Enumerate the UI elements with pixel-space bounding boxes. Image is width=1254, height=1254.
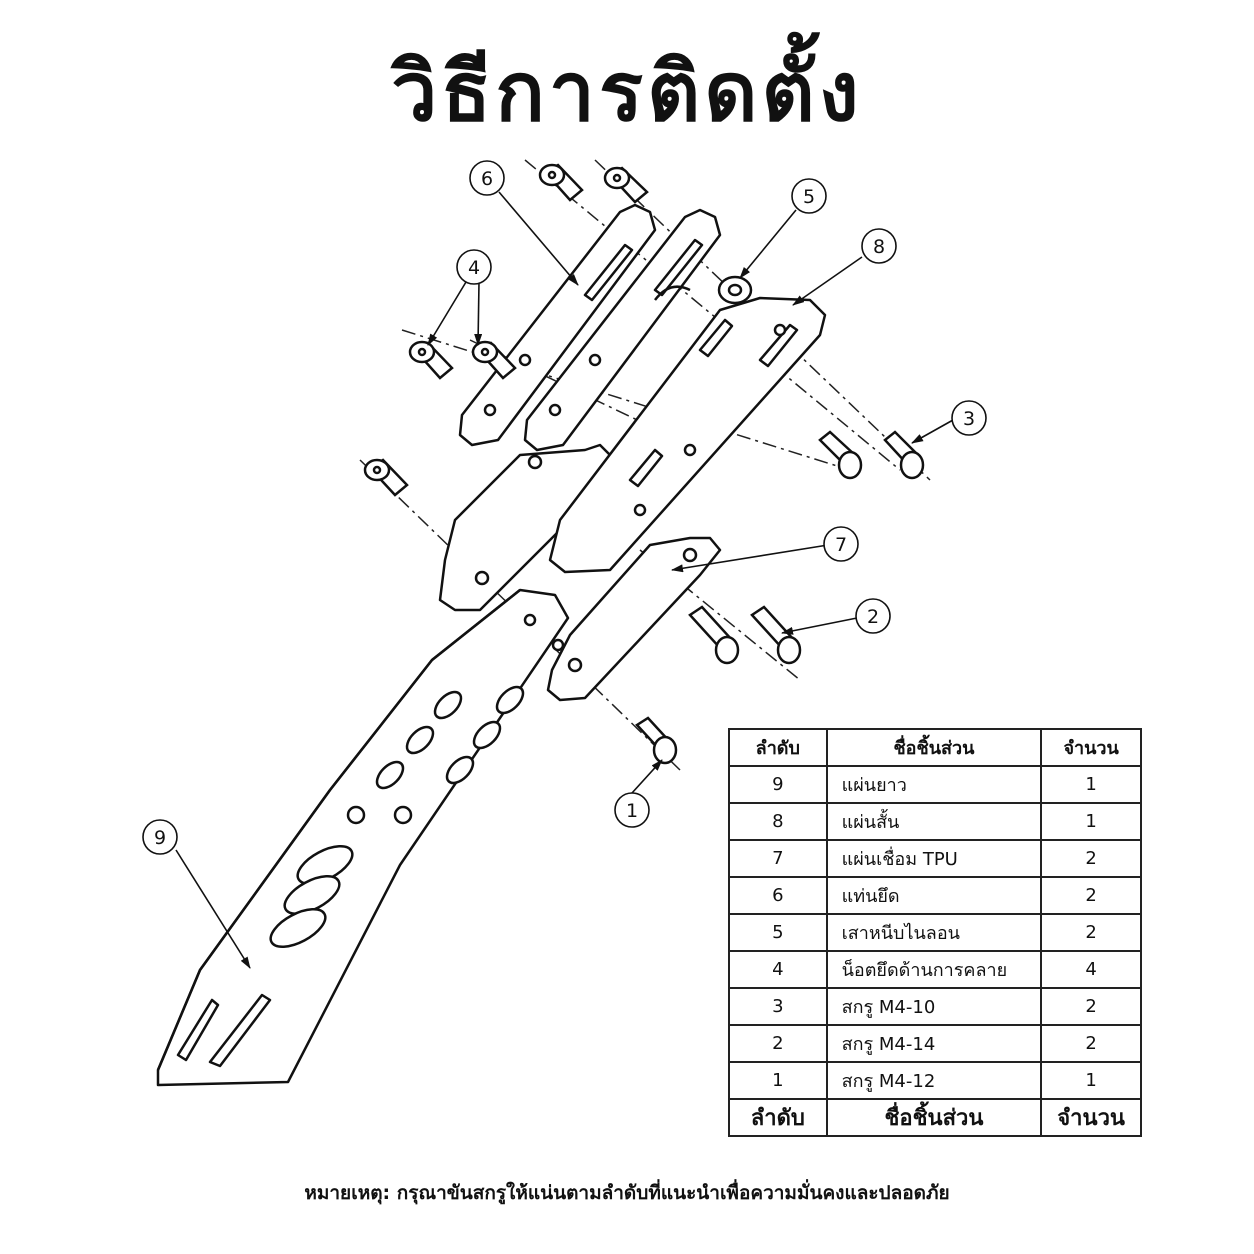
row-qty: 2 [1040,987,1142,1026]
row-no: 4 [728,950,828,989]
page-title: วิธีการติดตั้ง [391,45,863,140]
footer-no: ลำดับ [728,1098,828,1137]
row-qty: 1 [1040,765,1142,804]
footer-qty: จำนวน [1040,1098,1142,1137]
row-qty: 4 [1040,950,1142,989]
part-9-long-plate [156,588,570,1087]
row-no: 5 [728,913,828,952]
callout-number-8: 8 [873,236,885,258]
callout-numbers: 1 2 3 4 5 6 7 8 9 [154,168,975,849]
part-7-tpu-plate [438,443,722,702]
row-no: 9 [728,765,828,804]
row-no: 2 [728,1024,828,1063]
row-no: 7 [728,839,828,878]
row-no: 8 [728,802,828,841]
part-6-mount-base [458,203,722,452]
row-no: 1 [728,1061,828,1100]
row-qty: 2 [1040,1024,1142,1063]
callout-number-3: 3 [963,408,975,430]
row-no: 6 [728,876,828,915]
callout-number-7: 7 [835,534,847,556]
row-name: แผ่นยาว [825,765,1043,804]
hardware-fasteners [363,163,925,765]
part-8-short-plate [548,296,827,574]
row-name: น็อตยึดด้านการคลาย [825,950,1043,989]
row-no: 3 [728,987,828,1026]
row-name: แผ่นสั้น [825,802,1043,841]
row-name: เสาหนีบไนลอน [825,913,1043,952]
callout-circles [142,160,987,855]
row-name: แผ่นเชื่อม TPU [825,839,1043,878]
installation-note: หมายเหตุ: กรุณาขันสกรูให้แน่นตามลำดับที่… [304,1182,950,1204]
row-qty: 1 [1040,1061,1142,1100]
footer-name: ชื่อชิ้นส่วน [825,1098,1043,1137]
row-name: แท่นยึด [825,876,1043,915]
callout-number-2: 2 [867,606,879,628]
callout-number-5: 5 [803,186,815,208]
row-name: สกรู M4-12 [825,1061,1043,1100]
header-qty: จำนวน [1040,728,1142,767]
header-no: ลำดับ [728,728,828,767]
callout-number-1: 1 [626,800,638,822]
row-qty: 2 [1040,839,1142,878]
table-header-row: ลำดับ ชื่อชิ้นส่วน จำนวน [728,728,1142,767]
callout-number-9: 9 [154,827,166,849]
row-qty: 2 [1040,913,1142,952]
callout-leaders [175,191,954,969]
callout-number-6: 6 [481,168,493,190]
callout-number-4: 4 [468,257,480,279]
row-qty: 2 [1040,876,1142,915]
header-name: ชื่อชิ้นส่วน [825,728,1043,767]
row-name: สกรู M4-14 [825,1024,1043,1063]
row-name: สกรู M4-10 [825,987,1043,1026]
table-footer-row: ลำดับ ชื่อชิ้นส่วน จำนวน [728,1098,1142,1137]
row-qty: 1 [1040,802,1142,841]
